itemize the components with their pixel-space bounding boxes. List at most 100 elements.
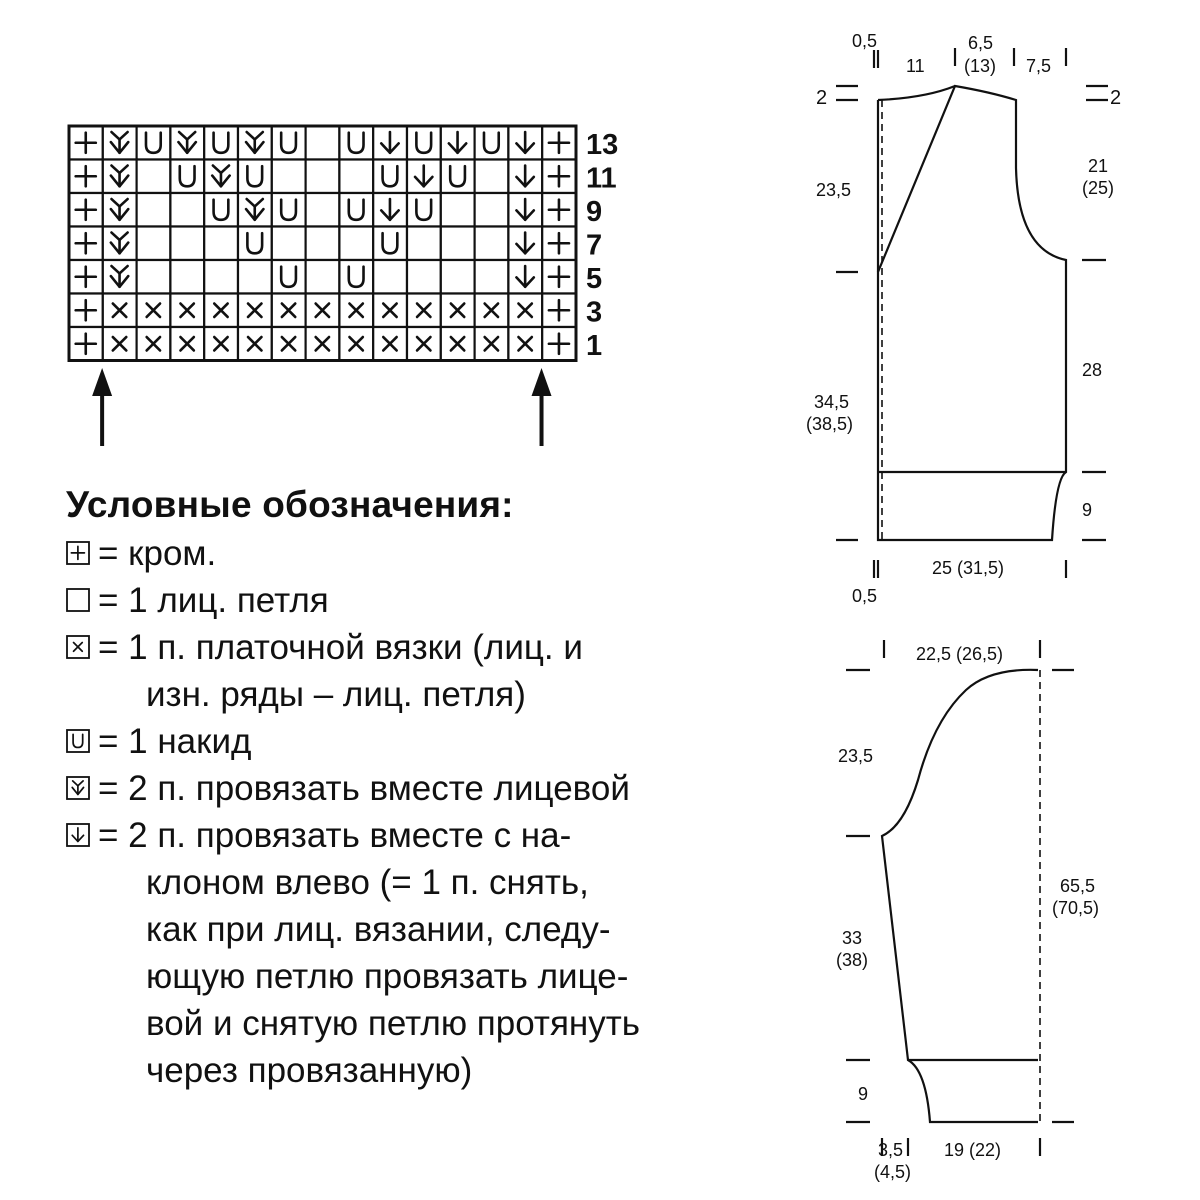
chart-cell-edge bbox=[541, 124, 578, 161]
legend-line: изн. ряды – лиц. петля) bbox=[146, 675, 526, 714]
sleeve-shape bbox=[880, 668, 1039, 1124]
chart-row-number: 1 bbox=[586, 330, 602, 362]
chart-cell-k2tog bbox=[169, 124, 206, 161]
knit-symbol-icon bbox=[66, 577, 98, 624]
sleeve-length-label: 65,5 bbox=[1060, 876, 1095, 896]
sleeve-schematic: 22,5 (26,5) 23,5 65,5 (70,5) 33 (38) 9 3… bbox=[836, 640, 1099, 1182]
sleeve-body-alt-label: (38) bbox=[836, 950, 868, 970]
chart-row-number: 9 bbox=[586, 196, 602, 228]
legend-line: = 1 лиц. петля bbox=[98, 581, 329, 620]
chart-cell-k2tog bbox=[101, 258, 138, 295]
chart-cell-garter bbox=[473, 292, 510, 329]
sleeve-outline bbox=[846, 640, 1074, 1156]
chart-cell-yo bbox=[439, 158, 476, 195]
front-shoulder-label: 11 bbox=[906, 56, 925, 76]
chart-cell-garter bbox=[304, 292, 341, 329]
front-armhole-alt-label: (25) bbox=[1082, 178, 1114, 198]
chart-cell-edge bbox=[67, 292, 104, 329]
chart-cell-knit bbox=[304, 225, 341, 262]
chart-cell-garter bbox=[405, 292, 442, 329]
chart-cell-knit bbox=[135, 225, 172, 262]
front-edge-label: 34,5 bbox=[814, 392, 849, 412]
legend-line: = 2 п. провязать вместе с на- bbox=[98, 816, 572, 855]
chart-cell-knit bbox=[338, 225, 375, 262]
chart-cell-knit bbox=[473, 225, 510, 262]
chart-cell-garter bbox=[507, 325, 544, 362]
sleeve-body-label: 33 bbox=[842, 928, 862, 948]
front-neck-alt-label: (13) bbox=[964, 56, 996, 76]
legend-text: = 1 накид bbox=[98, 718, 726, 765]
legend-text: = 1 лиц. петля bbox=[98, 577, 726, 624]
chart-cell-knit bbox=[405, 225, 442, 262]
chart-cell-knit bbox=[135, 258, 172, 295]
legend-line: = 1 накид bbox=[98, 722, 252, 761]
chart-cell-knit bbox=[203, 225, 240, 262]
front-top-left-edge-label: 0,5 bbox=[852, 31, 877, 51]
chart-cell-ssk bbox=[405, 158, 442, 195]
chart-cell-knit bbox=[270, 225, 307, 262]
chart-cell-edge bbox=[541, 258, 578, 295]
legend-item-k2tog: = 2 п. провязать вместе лицевой bbox=[66, 765, 726, 812]
chart-cell-edge bbox=[67, 225, 104, 262]
chart-cell-k2tog bbox=[101, 158, 138, 195]
chart-cell-k2tog bbox=[236, 191, 273, 228]
chart-cell-yo bbox=[270, 124, 307, 161]
chart-cell-k2tog bbox=[203, 158, 240, 195]
chart-cell-knit bbox=[473, 158, 510, 195]
legend-line: клоном влево (= 1 п. снять, bbox=[146, 863, 589, 902]
legend-line: вой и снятую петлю протянуть bbox=[146, 1004, 640, 1043]
chart-cell-garter bbox=[236, 325, 273, 362]
chart-cell-knit bbox=[338, 158, 375, 195]
chart-cell-edge bbox=[67, 124, 104, 161]
legend-items: = кром.= 1 лиц. петля= 1 п. платочной вя… bbox=[66, 530, 726, 1094]
chart-cell-garter bbox=[203, 325, 240, 362]
front-drop-right-label: 2 bbox=[1110, 87, 1121, 109]
chart-cell-edge bbox=[67, 158, 104, 195]
chart-cell-ssk bbox=[507, 191, 544, 228]
chart-cell-garter bbox=[439, 325, 476, 362]
chart-cell-knit bbox=[439, 225, 476, 262]
sleeve-length-alt-label: (70,5) bbox=[1052, 898, 1099, 918]
repeat-arrows bbox=[92, 368, 552, 446]
chart-cell-k2tog bbox=[101, 225, 138, 262]
chart-cell-knit bbox=[135, 158, 172, 195]
front-width-label: 25 (31,5) bbox=[932, 558, 1004, 578]
chart-cell-yo bbox=[338, 191, 375, 228]
sleeve-top-width-label: 22,5 (26,5) bbox=[916, 644, 1003, 664]
chart-cell-edge bbox=[67, 258, 104, 295]
chart-cell-garter bbox=[270, 325, 307, 362]
chart-cell-yo bbox=[338, 124, 375, 161]
front-neck-top-curve bbox=[877, 84, 956, 102]
chart-cell-garter bbox=[439, 292, 476, 329]
chart-cell-garter bbox=[135, 325, 172, 362]
front-armhole-label: 21 bbox=[1088, 156, 1108, 176]
chart-cell-yo bbox=[203, 124, 240, 161]
chart-cell-yo bbox=[236, 225, 273, 262]
chart-cell-knit bbox=[304, 124, 341, 161]
chart-border bbox=[67, 124, 578, 362]
chart-cell-yo bbox=[338, 258, 375, 295]
chart-cell-knit bbox=[169, 191, 206, 228]
chart-cell-yo bbox=[473, 124, 510, 161]
chart-cell-edge bbox=[67, 191, 104, 228]
sleeve-bottom-width-label: 19 (22) bbox=[944, 1140, 1001, 1160]
garter-symbol-icon bbox=[66, 624, 98, 671]
legend-line: = кром. bbox=[98, 534, 217, 573]
chart-cell-knit bbox=[169, 225, 206, 262]
chart-cell-yo bbox=[270, 191, 307, 228]
chart-cell-knit bbox=[203, 258, 240, 295]
chart-cell-edge bbox=[541, 158, 578, 195]
chart-row-number: 13 bbox=[586, 129, 618, 161]
front-panel-schematic: 0,5 11 6,5 (13) 7,5 2 2 21 (25) 23,5 28 … bbox=[806, 31, 1121, 606]
chart-cell-ssk bbox=[507, 158, 544, 195]
chart-cell-knit bbox=[304, 191, 341, 228]
chart-cell-k2tog bbox=[101, 191, 138, 228]
chart-cell-knit bbox=[236, 258, 273, 295]
chart-cell-edge bbox=[67, 325, 104, 362]
legend-title: Условные обозначения: bbox=[66, 484, 514, 525]
sleeve-cuff-offset-alt-label: (4,5) bbox=[874, 1162, 911, 1182]
legend-text: = 2 п. провязать вместе с на-клоном влев… bbox=[98, 812, 726, 1094]
chart-cell-garter bbox=[507, 292, 544, 329]
chart-row-number: 7 bbox=[586, 229, 602, 261]
